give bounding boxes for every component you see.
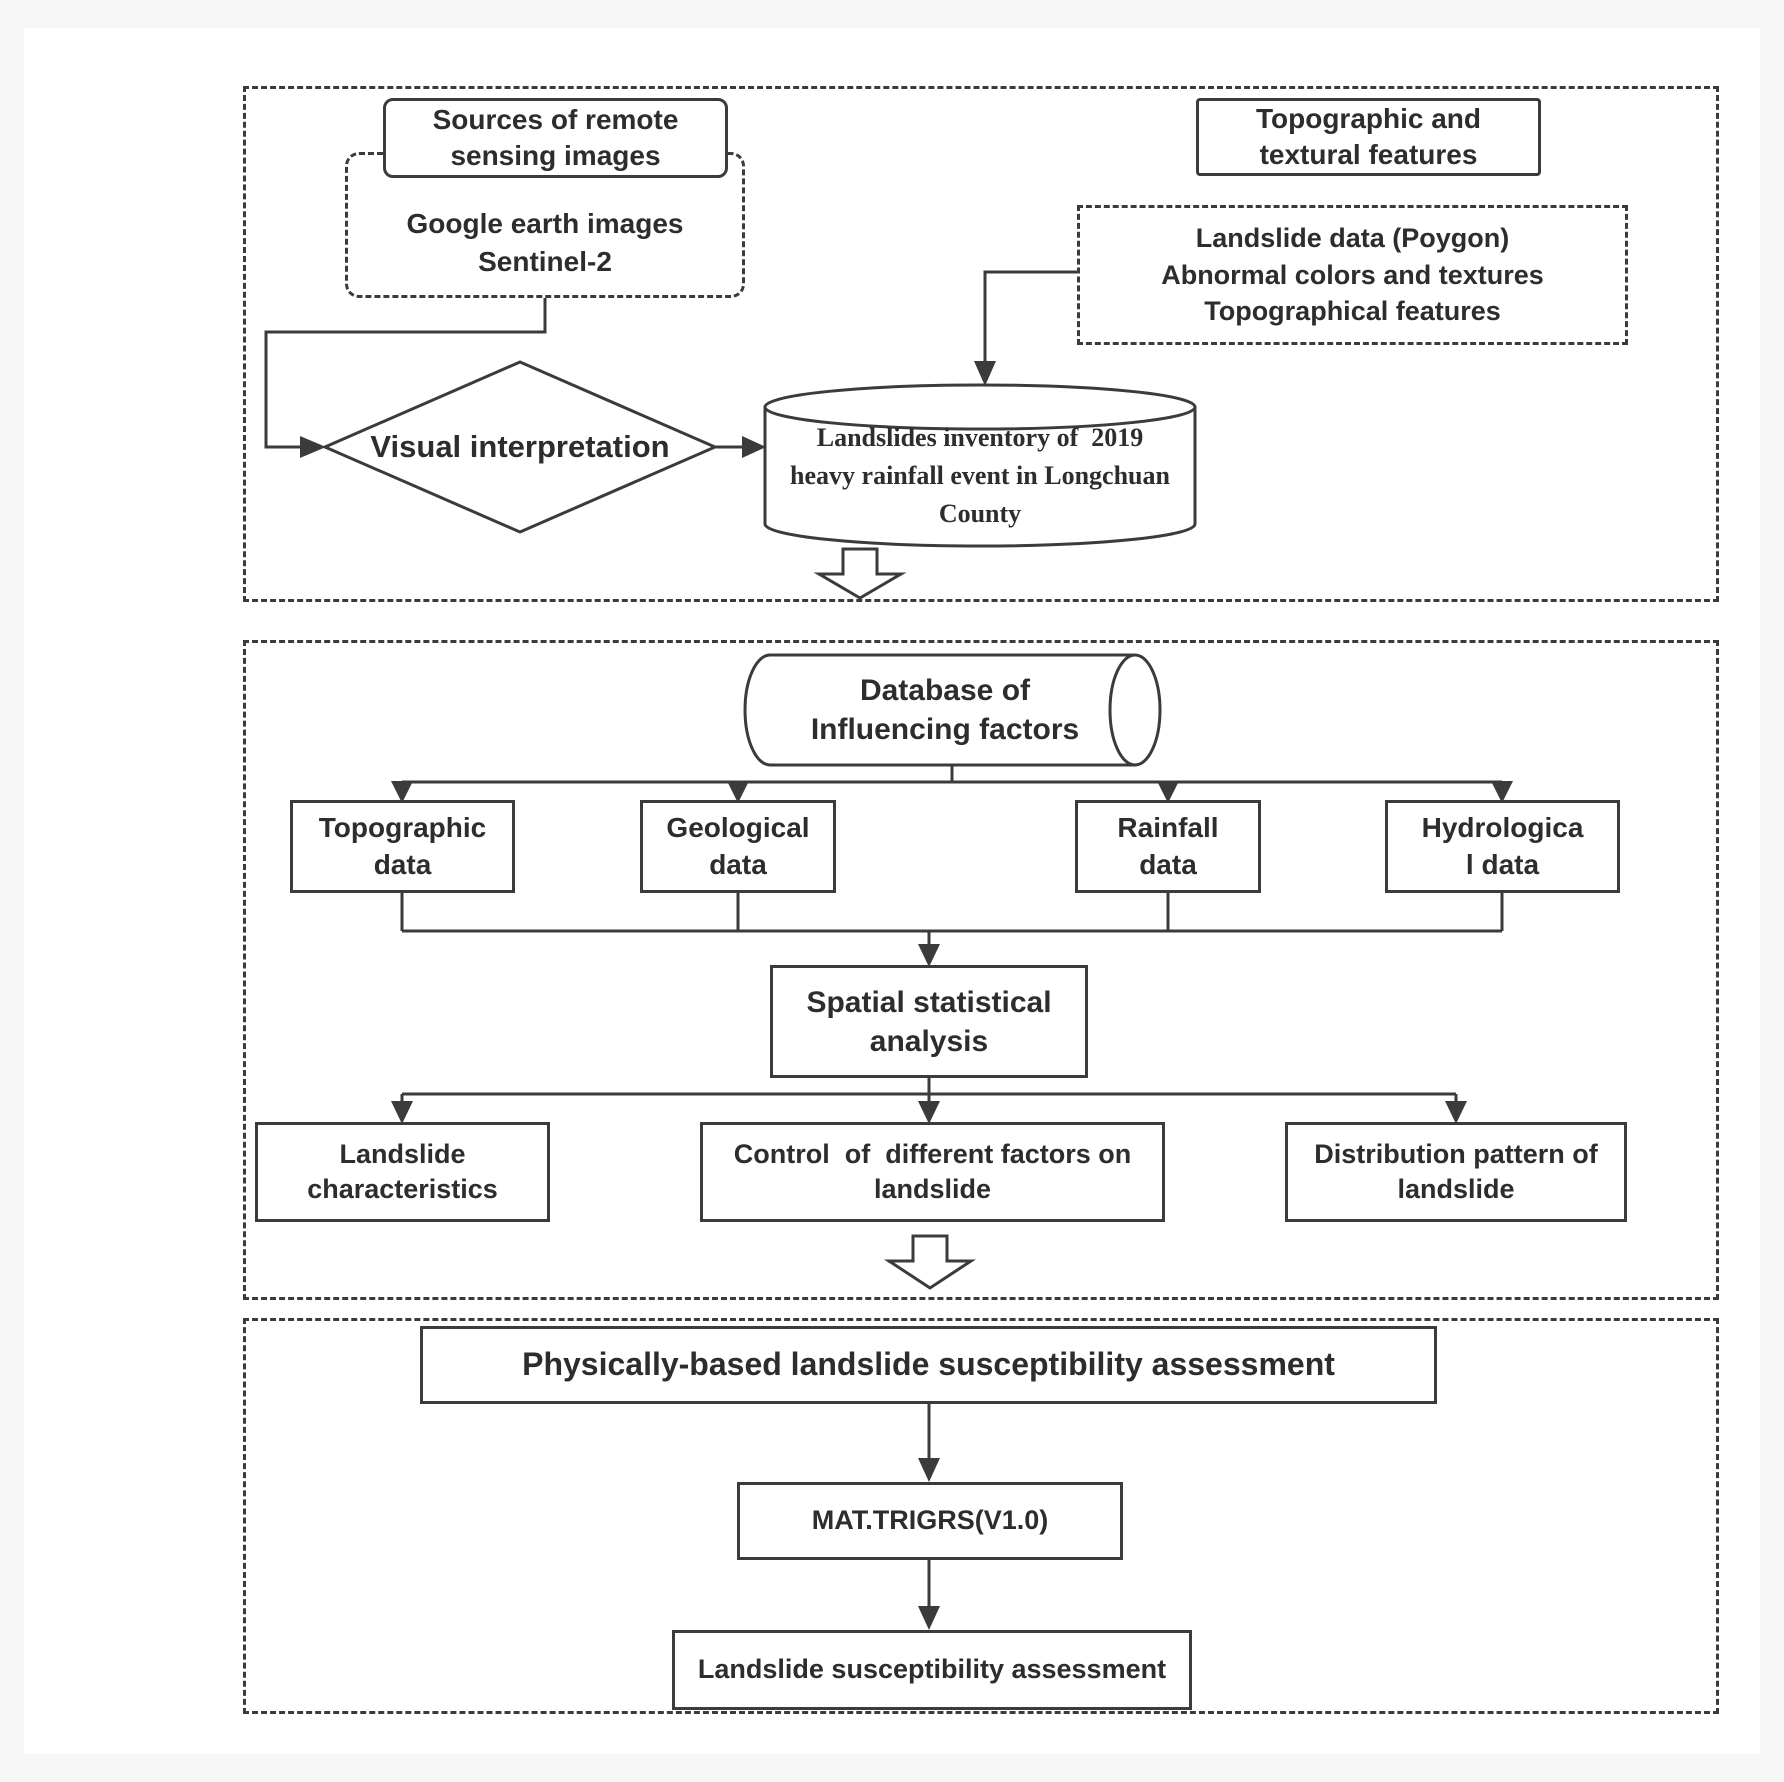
model-box: MAT.TRIGRS(V1.0) [737,1482,1123,1560]
features-list-box: Landslide data (Poygon) Abnormal colors … [1077,205,1628,345]
result-box-characteristics: Landslide characteristics [255,1122,550,1222]
section-spatial-analysis [243,640,1719,1300]
final-result-box: Landslide susceptibility assessment [672,1630,1192,1710]
result-distribution-label: Distribution pattern of landslide [1314,1138,1598,1204]
section-susceptibility-assessment [243,1318,1719,1714]
database-label: Database of Influencing factors [790,662,1100,758]
factor-box-hydrological: Hydrologica l data [1385,800,1620,893]
decision-text: Visual interpretation [370,429,670,465]
factor-geological-label: Geological data [666,812,810,880]
decision-label: Visual interpretation [345,400,695,495]
sources-list-box: Google earth images Sentinel-2 [345,152,745,298]
section-landslide-inventory [243,86,1719,602]
sources-header-box: Sources of remote sensing images [383,98,728,178]
result-box-distribution: Distribution pattern of landslide [1285,1122,1627,1222]
assessment-box: Physically-based landslide susceptibilit… [420,1326,1437,1404]
factor-topographic-label: Topographic data [318,812,487,880]
model-label: MAT.TRIGRS(V1.0) [811,1505,1049,1536]
final-result-label: Landslide susceptibility assessment [697,1654,1167,1685]
result-box-control: Control of different factors on landslid… [700,1122,1165,1222]
sources-list-label: Google earth images Sentinel-2 [406,208,684,277]
factor-box-geological: Geological data [640,800,836,893]
factor-box-topographic: Topographic data [290,800,515,893]
factor-rainfall-label: Rainfall data [1117,812,1219,880]
features-header-box: Topographic and textural features [1196,98,1541,176]
result-characteristics-label: Landslide characteristics [307,1138,498,1204]
features-header-label: Topographic and textural features [1255,102,1482,170]
features-list-label: Landslide data (Poygon) Abnormal colors … [1161,223,1544,327]
factor-box-rainfall: Rainfall data [1075,800,1261,893]
analysis-box: Spatial statistical analysis [770,965,1088,1078]
analysis-label: Spatial statistical analysis [806,985,1052,1058]
factor-hydrological-label: Hydrologica l data [1421,812,1584,880]
result-control-label: Control of different factors on landslid… [733,1138,1132,1204]
inventory-label: Landslides inventory of 2019 heavy rainf… [775,412,1185,540]
assessment-label: Physically-based landslide susceptibilit… [522,1346,1335,1383]
database-text: Database of Influencing factors [810,674,1080,746]
inventory-text: Landslides inventory of 2019 heavy rainf… [790,423,1170,528]
sources-header-label: Sources of remote sensing images [432,103,679,171]
